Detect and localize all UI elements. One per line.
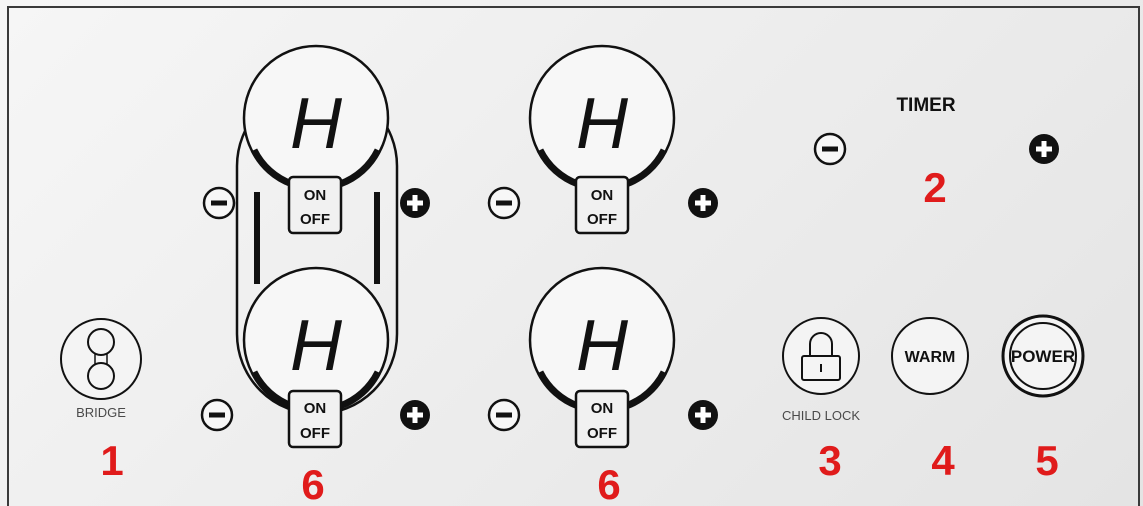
minus-circle-icon[interactable] — [487, 186, 521, 220]
panel-frame — [7, 6, 1140, 506]
power-label: POWER — [1011, 347, 1075, 366]
callout-3: 3 — [818, 437, 841, 484]
zone-left-top: H — [242, 44, 390, 192]
bridge-button[interactable] — [60, 318, 142, 400]
warm-label: WARM — [905, 349, 956, 366]
timer-minus-icon[interactable] — [813, 132, 847, 166]
padlock-icon — [801, 332, 841, 381]
on-label: ON — [591, 400, 614, 417]
timer-label: TIMER — [896, 95, 955, 116]
off-label: OFF — [587, 211, 617, 228]
callout-4: 4 — [931, 437, 955, 484]
minus-circle-icon[interactable] — [202, 186, 236, 220]
zone-right-top-display: H — [576, 84, 629, 164]
callout-6-right: 6 — [597, 461, 620, 506]
plus-circle-icon[interactable] — [688, 188, 718, 218]
on-label: ON — [304, 400, 327, 417]
zone-left-bottom: H — [242, 266, 390, 414]
zone-left-top-display: H — [290, 84, 343, 164]
bridge-label: BRIDGE — [76, 405, 126, 420]
zone-left-bottom-display: H — [290, 306, 343, 386]
on-label: ON — [304, 187, 327, 204]
zone-left-top-onoff-button[interactable]: ON OFF — [287, 175, 343, 235]
off-label: OFF — [300, 425, 330, 442]
zone-right-bottom-onoff-button[interactable]: ON OFF — [574, 389, 630, 449]
zone-right-top-onoff-button[interactable]: ON OFF — [574, 175, 630, 235]
off-label: OFF — [300, 211, 330, 228]
plus-circle-icon[interactable] — [688, 400, 718, 430]
plus-circle-icon[interactable] — [400, 400, 430, 430]
child-lock-button[interactable] — [782, 317, 860, 395]
zone-right-top: H — [528, 44, 676, 192]
power-button[interactable]: POWER — [1001, 314, 1085, 398]
minus-circle-icon[interactable] — [200, 398, 234, 432]
warm-button[interactable]: WARM — [891, 317, 969, 395]
plus-circle-icon[interactable] — [400, 188, 430, 218]
callout-5: 5 — [1035, 437, 1058, 484]
callout-2: 2 — [923, 164, 946, 211]
callout-1: 1 — [100, 437, 123, 484]
callout-6-left: 6 — [301, 461, 324, 506]
off-label: OFF — [587, 425, 617, 442]
zone-left-bottom-onoff-button[interactable]: ON OFF — [287, 389, 343, 449]
timer-plus-icon[interactable] — [1029, 134, 1059, 164]
on-label: ON — [591, 187, 614, 204]
child-lock-label: CHILD LOCK — [782, 408, 860, 423]
minus-circle-icon[interactable] — [487, 398, 521, 432]
zone-right-bottom-display: H — [576, 306, 629, 386]
